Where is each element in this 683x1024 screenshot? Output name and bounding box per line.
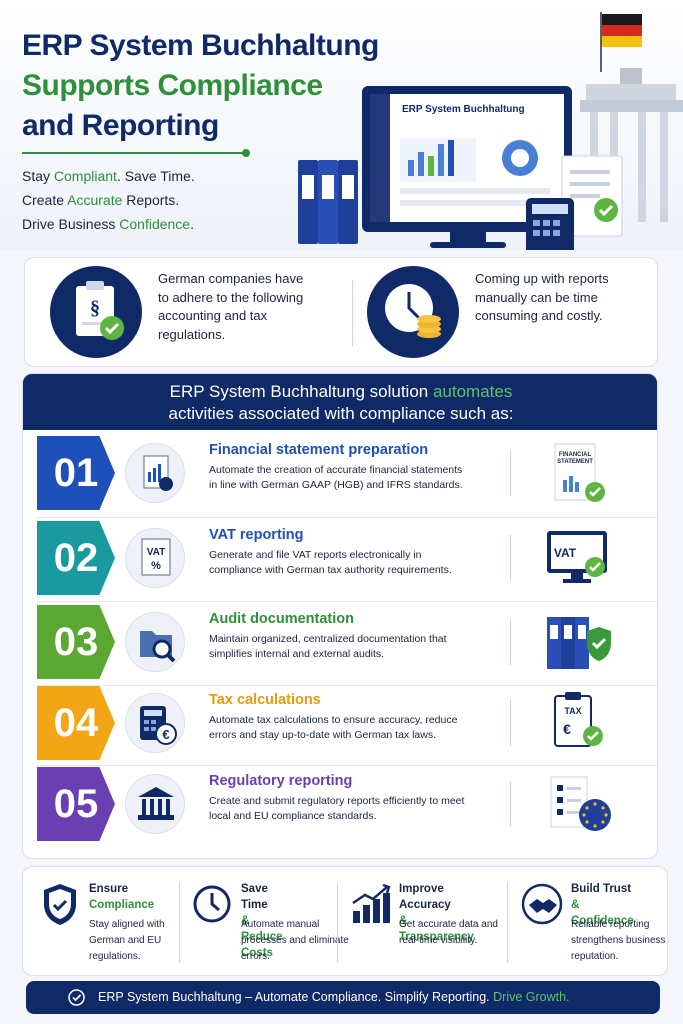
row-divider: [510, 619, 511, 665]
benefit-description: Stay aligned with German and EU regulati…: [89, 919, 165, 962]
benefit-description: Reliable reporting strengthens business …: [571, 919, 666, 962]
title-line-3: and Reporting: [22, 109, 219, 142]
german-flag-icon: [600, 12, 642, 72]
row-divider: [510, 700, 511, 746]
tagline-line-1: Stay Compliant. Save Time.: [22, 168, 195, 184]
benefit-description: Get accurate data and real-time visibili…: [399, 919, 498, 946]
activity-title: Regulatory reporting: [209, 773, 353, 789]
panel-heading: ERP System Buchhaltung solution automate…: [23, 374, 657, 430]
shield-check-icon: [44, 884, 76, 925]
activity-row-02: 02 VAT % VAT reporting Generate and file…: [37, 521, 657, 595]
activity-row-03: 03 Audit documentation Maintain organize…: [37, 605, 657, 679]
financial-statement-doc-icon: FINANCIAL STATEMENT: [554, 443, 605, 502]
benefit-divider: [337, 883, 338, 963]
row-separator: [37, 765, 657, 766]
activity-row-01: 01 Financial statement preparation Autom…: [37, 436, 657, 510]
financial-report-icon: [125, 443, 185, 503]
footer-banner: ERP System Buchhaltung – Automate Compli…: [26, 981, 660, 1014]
calculator-euro-icon: €: [125, 693, 185, 753]
check-icon: [594, 198, 618, 222]
activity-number: 04: [37, 686, 115, 760]
activity-description: Automate the creation of accurate financ…: [209, 464, 463, 491]
vat-monitor-label: VAT: [554, 546, 577, 560]
benefit-divider: [507, 883, 508, 963]
footer-text: ERP System Buchhaltung – Automate Compli…: [98, 990, 494, 1004]
monitor-icon: [362, 86, 572, 248]
activity-description: Automate tax calculations to ensure accu…: [209, 714, 458, 741]
regulation-clipboard-icon: §: [76, 281, 124, 340]
activity-description: Maintain organized, centralized document…: [209, 633, 447, 660]
government-building-icon: [125, 774, 185, 834]
benefit-title: Improve Accuracy& Transparency: [399, 883, 474, 943]
activity-title: Audit documentation: [209, 611, 354, 627]
footer-highlight: Drive Growth.: [493, 990, 570, 1004]
handshake-icon: [521, 883, 563, 925]
activity-title: VAT reporting: [209, 527, 304, 543]
financial-statement-label: FINANCIAL: [559, 452, 592, 458]
activity-title: Financial statement preparation: [209, 442, 429, 458]
activity-row-05: 05 Regulatory reporting Create and submi…: [37, 767, 657, 841]
benefit-description: Automate manual processes and eliminate …: [241, 919, 349, 962]
monitor-title: ERP System Buchhaltung: [402, 104, 525, 115]
title-line-1: ERP System Buchhaltung: [22, 29, 379, 62]
tax-clipboard-icon: TAX €: [554, 692, 603, 747]
intro-card: § German companies have to adhere to the…: [24, 257, 658, 367]
tagline: Stay Compliant. Save Time. Create Accura…: [22, 164, 195, 236]
binders-icon: [298, 160, 358, 244]
row-separator: [37, 601, 657, 602]
checklist-eu-icon: [550, 776, 611, 831]
svg-text:€: €: [563, 721, 571, 737]
folder-magnifier-icon: [125, 612, 185, 672]
clock-icon: [193, 885, 231, 923]
clock-coins-icon: [385, 284, 441, 338]
check-circle-icon: [68, 989, 85, 1006]
svg-text:VAT: VAT: [147, 547, 166, 558]
page-title: ERP System Buchhaltung Supports Complian…: [22, 26, 379, 146]
tagline-line-3: Drive Business Confidence.: [22, 216, 194, 232]
hero-section: ERP System Buchhaltung Supports Complian…: [0, 0, 683, 250]
row-separator: [37, 685, 657, 686]
calculator-icon: [526, 198, 574, 250]
activity-description: Create and submit regulatory reports eff…: [209, 795, 465, 822]
row-divider: [510, 450, 511, 496]
row-divider: [510, 781, 511, 827]
title-underline: [22, 149, 250, 157]
activity-number: 03: [37, 605, 115, 679]
binders-shield-icon: [547, 617, 611, 669]
bar-chart-arrow-icon: [352, 883, 391, 923]
intro-right-text: Coming up with reports manually can be t…: [475, 271, 609, 323]
activity-number: 01: [37, 436, 115, 510]
activity-title: Tax calculations: [209, 692, 321, 708]
tax-clipboard-label: TAX: [564, 706, 581, 716]
vat-percent-icon: VAT %: [125, 528, 185, 588]
activity-description: Generate and file VAT reports electronic…: [209, 549, 452, 576]
tagline-line-2: Create Accurate Reports.: [22, 192, 180, 208]
svg-text:%: %: [151, 560, 161, 572]
title-line-2: Supports Compliance: [22, 69, 323, 102]
benefit-divider: [179, 883, 180, 963]
row-separator: [37, 517, 657, 518]
regulation-clipboard-circle: §: [50, 266, 142, 358]
benefit-title: Build Trust& Confidence: [571, 883, 634, 927]
activity-row-04: 04 € Tax calculations Automate tax calcu…: [37, 686, 657, 760]
hero-illustration: ERP System Buchhaltung: [298, 12, 683, 250]
svg-text:€: €: [162, 727, 169, 742]
benefit-title: Save Time& Reduce Costs: [241, 883, 283, 959]
svg-text:§: §: [90, 297, 100, 319]
compliance-activities-panel: ERP System Buchhaltung solution automate…: [22, 373, 658, 859]
activity-number: 02: [37, 521, 115, 595]
svg-text:STATEMENT: STATEMENT: [557, 459, 593, 465]
vat-monitor-icon: VAT: [547, 531, 607, 583]
intro-divider: [352, 280, 353, 346]
row-divider: [510, 535, 511, 581]
intro-left-text: German companies have to adhere to the f…: [158, 271, 304, 342]
activity-number: 05: [37, 767, 115, 841]
clock-coins-circle: [367, 266, 459, 358]
